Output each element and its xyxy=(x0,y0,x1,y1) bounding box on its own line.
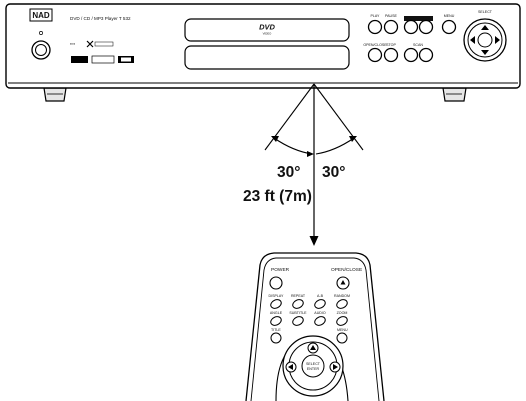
dvd-video-logo: DVD VIDEO xyxy=(258,23,278,36)
brand-label: NAD xyxy=(32,11,50,20)
remote-power-label: POWER xyxy=(271,267,290,273)
scan-buttons[interactable]: SCAN xyxy=(403,43,434,63)
remote-repeat-button[interactable] xyxy=(291,298,304,310)
remote-random-button[interactable] xyxy=(335,298,348,310)
nad-logo xyxy=(29,8,53,22)
remote-random-label: RANDOM xyxy=(334,294,350,298)
display-window xyxy=(184,45,350,70)
remote-arrow-up[interactable] xyxy=(307,342,319,354)
svg-text:MENU: MENU xyxy=(444,14,455,18)
model-label: DVD / CD / MP3 Player T 532 xyxy=(70,16,131,21)
svg-text:STOP: STOP xyxy=(386,43,396,47)
remote-enter-label: ENTER xyxy=(307,367,320,371)
select-pad[interactable]: SELECT xyxy=(463,10,507,62)
angle-label-left: 30° xyxy=(277,164,300,181)
remote-power-button[interactable] xyxy=(269,276,283,290)
remote-audio-button[interactable] xyxy=(313,315,326,327)
svg-text:VIDEO: VIDEO xyxy=(263,32,273,36)
distance-label: 23 ft (7m) xyxy=(243,188,312,205)
remote-menu-label: MENU xyxy=(337,328,348,332)
remote-arrow-left[interactable] xyxy=(285,361,297,373)
remote-open-close-label: OPEN/CLOSE xyxy=(331,267,362,273)
angle-line-left xyxy=(264,83,315,151)
axis-arrowhead xyxy=(309,236,319,246)
remote-control: POWER OPEN/CLOSE DISPLAY REPEAT A-B RAND… xyxy=(245,252,385,401)
remote-ab-button[interactable] xyxy=(313,298,326,310)
remote-subtitle-label: SUBTITLE xyxy=(289,311,307,315)
remote-angle-label: ANGLE xyxy=(270,311,283,315)
open-close-button[interactable] xyxy=(367,47,383,63)
dvd-player: NAD DVD / CD / MP3 Player T 532 ▪▪▪▪ DVD… xyxy=(5,3,521,102)
remote-zoom-label: ZOOM xyxy=(337,311,348,315)
svg-text:DVD: DVD xyxy=(259,23,275,32)
player-foot-left xyxy=(43,87,67,102)
menu-button[interactable] xyxy=(441,19,457,35)
angle-label-right: 30° xyxy=(322,164,345,181)
remote-zoom-button[interactable] xyxy=(335,315,348,327)
svg-text:SELECT: SELECT xyxy=(478,10,493,14)
svg-text:▪▪▪▪: ▪▪▪▪ xyxy=(70,42,75,46)
angle-line-right xyxy=(313,83,364,151)
skip-buttons[interactable] xyxy=(403,16,434,35)
remote-display-label: DISPLAY xyxy=(269,294,285,298)
remote-repeat-label: REPEAT xyxy=(291,294,306,298)
remote-menu-button[interactable] xyxy=(336,332,348,344)
range-indicator xyxy=(264,83,364,246)
remote-title-button[interactable] xyxy=(270,332,282,344)
svg-text:SCAN: SCAN xyxy=(413,43,423,47)
svg-text:PLAY: PLAY xyxy=(371,14,381,18)
remote-audio-label: AUDIO xyxy=(314,311,326,315)
format-logos: ▪▪▪▪ xyxy=(70,40,134,64)
svg-text:OPEN/CLOSE: OPEN/CLOSE xyxy=(363,43,387,47)
svg-text:PAUSE: PAUSE xyxy=(385,14,398,18)
player-foot-right xyxy=(442,87,467,102)
remote-arrow-right[interactable] xyxy=(329,361,341,373)
remote-nav-pad[interactable] xyxy=(275,335,349,401)
stop-button[interactable] xyxy=(383,47,399,63)
transport-buttons: PLAY PAUSE OPEN/CLOSE STOP SCAN MENU xyxy=(363,14,457,63)
remote-angle-button[interactable] xyxy=(269,315,282,327)
remote-ab-label: A-B xyxy=(317,294,324,298)
angle-arc-left xyxy=(273,137,313,155)
remote-title-label: TITLE xyxy=(271,328,281,332)
remote-subtitle-button[interactable] xyxy=(291,315,304,327)
remote-display-button[interactable] xyxy=(269,298,282,310)
angle-arc-right xyxy=(315,137,355,155)
standby-led xyxy=(39,31,43,35)
play-button[interactable] xyxy=(367,19,383,35)
pause-button[interactable] xyxy=(383,19,399,35)
remote-select-label: SELECT xyxy=(306,362,321,366)
